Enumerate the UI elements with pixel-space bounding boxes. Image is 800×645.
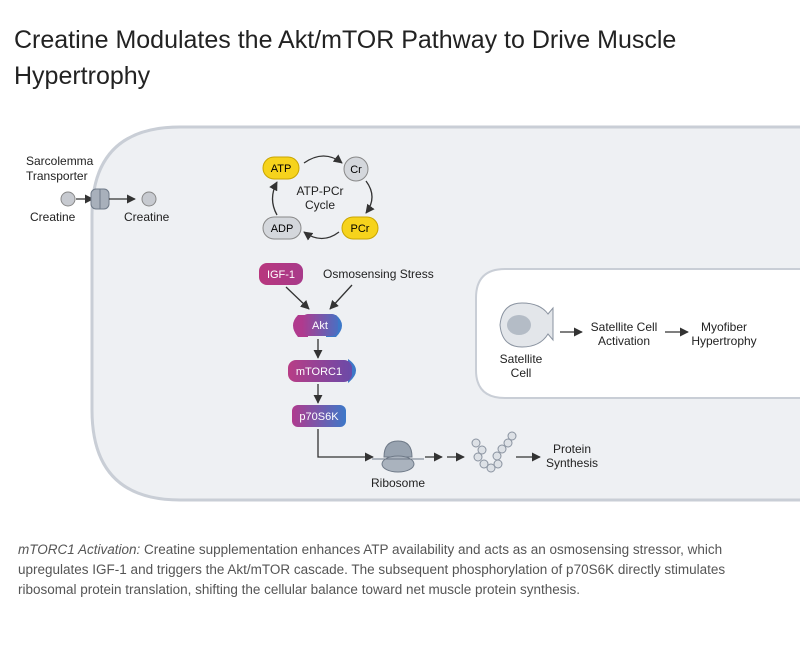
mtorc1-complex: mTORC1	[288, 359, 356, 383]
cycle-label-line2: Cycle	[305, 198, 335, 212]
pcr-pill: PCr	[341, 216, 379, 240]
caption-lead: mTORC1 Activation:	[18, 542, 141, 557]
ribosome-icon	[372, 440, 424, 473]
atp-pill: ATP	[262, 156, 300, 180]
satellite-cell-label-line1: Satellite	[500, 352, 543, 366]
satellite-cell-compartment	[475, 268, 800, 399]
satellite-activation-label-line1: Satellite Cell	[591, 320, 658, 334]
svg-text:PCr: PCr	[351, 223, 370, 235]
svg-text:IGF-1: IGF-1	[267, 269, 295, 281]
satellite-cell-icon	[499, 302, 554, 348]
osmosensing-stress-label: Osmosensing Stress	[323, 267, 434, 281]
satellite-activation-label-line2: Activation	[598, 334, 650, 348]
svg-text:ATP: ATP	[271, 163, 292, 175]
svg-text:Cr: Cr	[350, 164, 362, 176]
svg-text:ADP: ADP	[271, 223, 294, 235]
creatine-outside-label: Creatine	[30, 210, 76, 224]
adp-pill: ADP	[262, 216, 302, 240]
myofiber-hypertrophy-label-line2: Hypertrophy	[691, 334, 756, 348]
satellite-cell-label-line2: Cell	[511, 366, 532, 380]
caption-body: Creatine supplementation enhances ATP av…	[18, 542, 726, 597]
protein-synthesis-label-line2: Synthesis	[546, 456, 598, 470]
creatine-outside-molecule	[60, 191, 76, 207]
ribosome-label: Ribosome	[371, 476, 425, 490]
cycle-label-line1: ATP-PCr	[296, 184, 343, 198]
p70s6k-kinase: p70S6K	[292, 405, 346, 427]
polypeptide-chain-icon	[471, 431, 517, 473]
svg-text:mTORC1: mTORC1	[296, 366, 342, 378]
myofiber-hypertrophy-label-line1: Myofiber	[701, 320, 747, 334]
transporter-label-line1: Sarcolemma	[26, 154, 94, 168]
creatine-inside-label: Creatine	[124, 210, 170, 224]
cr-molecule: Cr	[343, 156, 369, 182]
pathway-diagram: Sarcolemma Transporter Creatine Creatine…	[26, 125, 800, 502]
transporter-label-line2: Transporter	[26, 169, 88, 183]
protein-synthesis-label-line1: Protein	[553, 442, 591, 456]
igf1-pill: IGF-1	[259, 263, 303, 285]
figure-caption: mTORC1 Activation: Creatine supplementat…	[18, 540, 783, 600]
transporter-channel-icon	[90, 188, 110, 210]
creatine-inside-molecule	[141, 191, 157, 207]
akt-protein: Akt	[293, 314, 342, 337]
svg-text:p70S6K: p70S6K	[299, 411, 339, 423]
page-title: Creatine Modulates the Akt/mTOR Pathway …	[14, 26, 677, 90]
svg-text:Akt: Akt	[312, 320, 328, 332]
